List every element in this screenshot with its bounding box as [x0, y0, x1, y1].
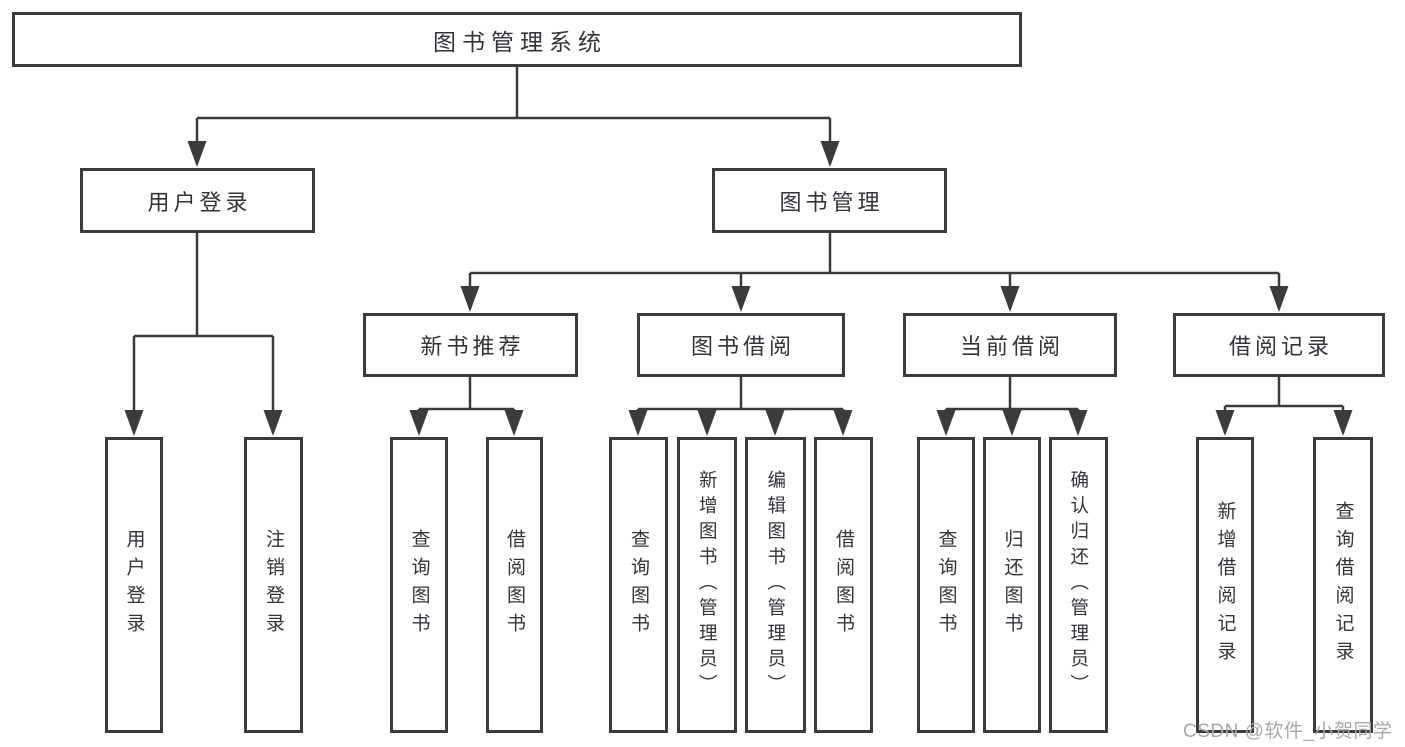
node-leaf-edit-books-admin: 编辑图书（管理员） — [745, 437, 806, 733]
node-label: 归还图书 — [1001, 529, 1023, 641]
node-leaf-logout: 注销登录 — [244, 437, 303, 733]
node-label: 图书借阅 — [690, 334, 795, 359]
node-leaf-return-books: 归还图书 — [983, 437, 1041, 733]
node-label: 新增借阅记录 — [1214, 501, 1236, 669]
node-leaf-query-borrow-record: 查询借阅记录 — [1313, 437, 1373, 733]
node-leaf-add-borrow-record: 新增借阅记录 — [1196, 437, 1254, 733]
node-label: 借阅图书 — [504, 529, 525, 641]
node-new-book-recommendation: 新书推荐 — [363, 313, 578, 377]
node-leaf-query-books-3: 查询图书 — [917, 437, 975, 733]
watermark: CSDN @软件_小贺同学 — [1183, 721, 1393, 742]
node-label: 注销登录 — [263, 529, 284, 641]
node-label: 借阅图书 — [833, 529, 854, 641]
node-leaf-borrow-books-2: 借阅图书 — [814, 437, 873, 733]
node-label: 图书管理 — [779, 189, 884, 215]
node-label: 新书推荐 — [420, 334, 525, 359]
node-leaf-query-books-2: 查询图书 — [609, 437, 668, 733]
node-label: 新增图书（管理员） — [697, 470, 719, 700]
node-label: 借阅记录 — [1228, 334, 1333, 359]
node-leaf-add-books-admin: 新增图书（管理员） — [677, 437, 737, 733]
node-book-management: 图书管理 — [712, 168, 947, 233]
node-label: 当前借阅 — [959, 334, 1064, 359]
node-label: 用户登录 — [147, 189, 252, 215]
node-label: 用户登录 — [123, 529, 145, 641]
node-label: 查询图书 — [628, 529, 649, 641]
node-label: 查询借阅记录 — [1332, 501, 1354, 669]
node-leaf-confirm-return-admin: 确认归还（管理员） — [1049, 437, 1108, 733]
node-leaf-query-books-1: 查询图书 — [390, 437, 448, 733]
node-borrowing-records: 借阅记录 — [1173, 313, 1385, 377]
node-label: 编辑图书（管理员） — [765, 470, 787, 700]
node-label: 查询图书 — [935, 529, 957, 641]
node-book-borrowing: 图书借阅 — [637, 313, 845, 377]
node-label: 查询图书 — [408, 529, 430, 641]
node-user-login-branch: 用户登录 — [80, 168, 315, 233]
node-current-borrowing: 当前借阅 — [903, 313, 1117, 377]
node-label: 图书管理系统 — [433, 28, 607, 55]
node-library-management-system: 图书管理系统 — [12, 12, 1022, 67]
node-leaf-borrow-books-1: 借阅图书 — [486, 437, 543, 733]
node-leaf-user-login: 用户登录 — [105, 437, 163, 733]
node-label: 确认归还（管理员） — [1068, 470, 1090, 700]
